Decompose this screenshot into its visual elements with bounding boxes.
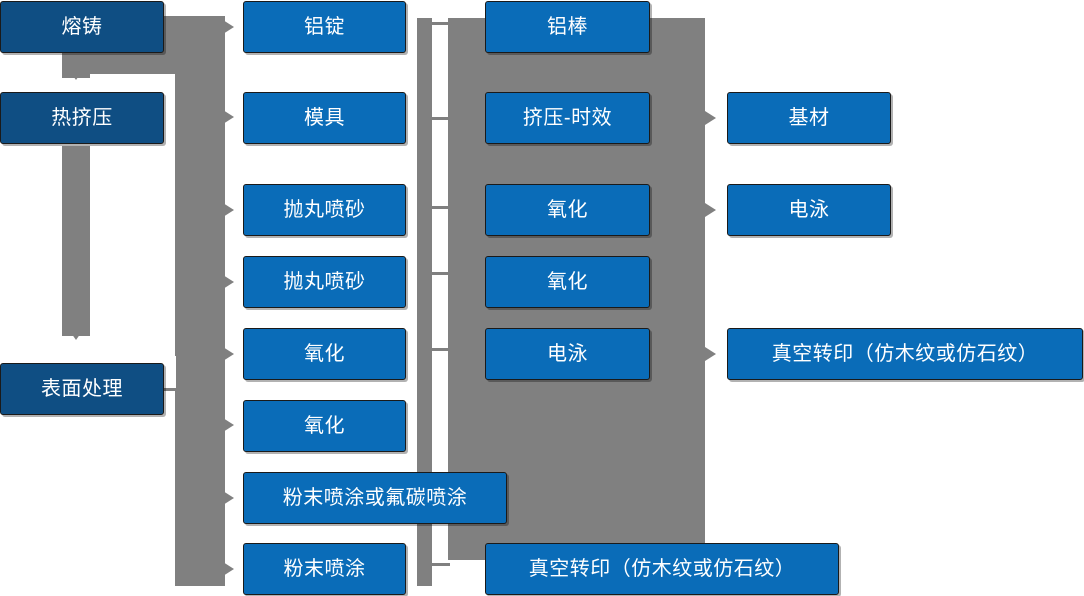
node-label: 电泳 (788, 199, 830, 221)
node-label: 模具 (304, 107, 345, 129)
node-aluminum-ingot[interactable]: 铝锭 (243, 1, 406, 53)
arrow-right-icon-c4-2 (705, 203, 716, 217)
node-shot-blasting-1[interactable]: 抛丸喷砂 (243, 184, 406, 236)
node-mold[interactable]: 模具 (243, 92, 406, 144)
node-label: 铝棒 (547, 16, 588, 38)
arrow-right-icon-c4-1 (705, 111, 716, 125)
node-label: 氧化 (304, 343, 345, 365)
node-label: 热挤压 (51, 107, 113, 129)
arrow-right-icon-c2-8 (223, 562, 234, 576)
node-substrate[interactable]: 基材 (727, 92, 891, 144)
node-label: 真空转印（仿木纹或仿石纹） (771, 343, 1039, 365)
node-label: 抛丸喷砂 (283, 199, 366, 221)
connector-bridge-5 (430, 348, 450, 351)
node-label: 挤压-时效 (522, 107, 613, 129)
node-label: 真空转印（仿木纹或仿石纹） (528, 558, 796, 580)
node-label: 熔铸 (61, 16, 103, 38)
node-oxidation-c3-2[interactable]: 氧化 (485, 256, 650, 308)
arrow-right-icon-c2-6 (223, 418, 234, 432)
arrow-right-icon-c2-2 (223, 110, 234, 124)
arrow-right-icon-c2-7 (223, 491, 234, 505)
node-label: 氧化 (547, 271, 588, 293)
arrow-down-icon-extrude-to-surface (69, 330, 83, 340)
connector-bridge-2 (430, 117, 450, 120)
connector-bridge-4 (430, 272, 450, 275)
node-vacuum-transfer-print-c3[interactable]: 真空转印（仿木纹或仿石纹） (485, 543, 839, 595)
arrow-down-icon-melt-to-extrude (69, 70, 83, 80)
node-extrusion-aging[interactable]: 挤压-时效 (485, 92, 650, 144)
node-vacuum-transfer-print-c4[interactable]: 真空转印（仿木纹或仿石纹） (727, 328, 1083, 380)
arrow-right-icon-c2-1 (223, 20, 234, 34)
node-oxidation-c2-1[interactable]: 氧化 (243, 328, 406, 380)
node-powder-or-fluorocarbon-coating[interactable]: 粉末喷涂或氟碳喷涂 (243, 472, 507, 524)
node-electrophoresis-c3[interactable]: 电泳 (485, 328, 650, 380)
node-melt-casting[interactable]: 熔铸 (0, 1, 164, 53)
node-label: 表面处理 (41, 378, 123, 400)
node-shot-blasting-2[interactable]: 抛丸喷砂 (243, 256, 406, 308)
connector-bridge-6 (430, 563, 450, 566)
connector-left-down-bar-2 (62, 146, 90, 336)
node-label: 粉末喷涂或氟碳喷涂 (282, 487, 468, 509)
node-oxidation-c3-1[interactable]: 氧化 (485, 184, 650, 236)
arrow-right-icon-c4-3 (705, 347, 716, 361)
node-label: 粉末喷涂 (283, 558, 366, 580)
node-label: 基材 (788, 107, 830, 129)
node-label: 铝锭 (304, 16, 345, 38)
arrow-right-icon-c2-5 (223, 347, 234, 361)
connector-surface-stub (163, 388, 185, 391)
arrow-right-icon-c2-3 (223, 203, 234, 217)
node-oxidation-c2-2[interactable]: 氧化 (243, 400, 406, 452)
node-hot-extrusion[interactable]: 热挤压 (0, 92, 164, 144)
node-powder-coating[interactable]: 粉末喷涂 (243, 543, 406, 595)
node-aluminum-bar[interactable]: 铝棒 (485, 1, 650, 53)
node-label: 抛丸喷砂 (283, 271, 366, 293)
connector-bridge-3 (430, 206, 450, 209)
connector-left-trunk (175, 16, 225, 586)
node-surface-treatment[interactable]: 表面处理 (0, 363, 164, 415)
arrow-right-icon-c2-4 (223, 275, 234, 289)
node-electrophoresis-c4[interactable]: 电泳 (727, 184, 891, 236)
connector-mid-thin-bar (417, 18, 432, 586)
node-label: 氧化 (304, 415, 345, 437)
connector-bridge-1 (430, 22, 450, 25)
node-label: 电泳 (547, 343, 588, 365)
node-label: 氧化 (547, 199, 588, 221)
